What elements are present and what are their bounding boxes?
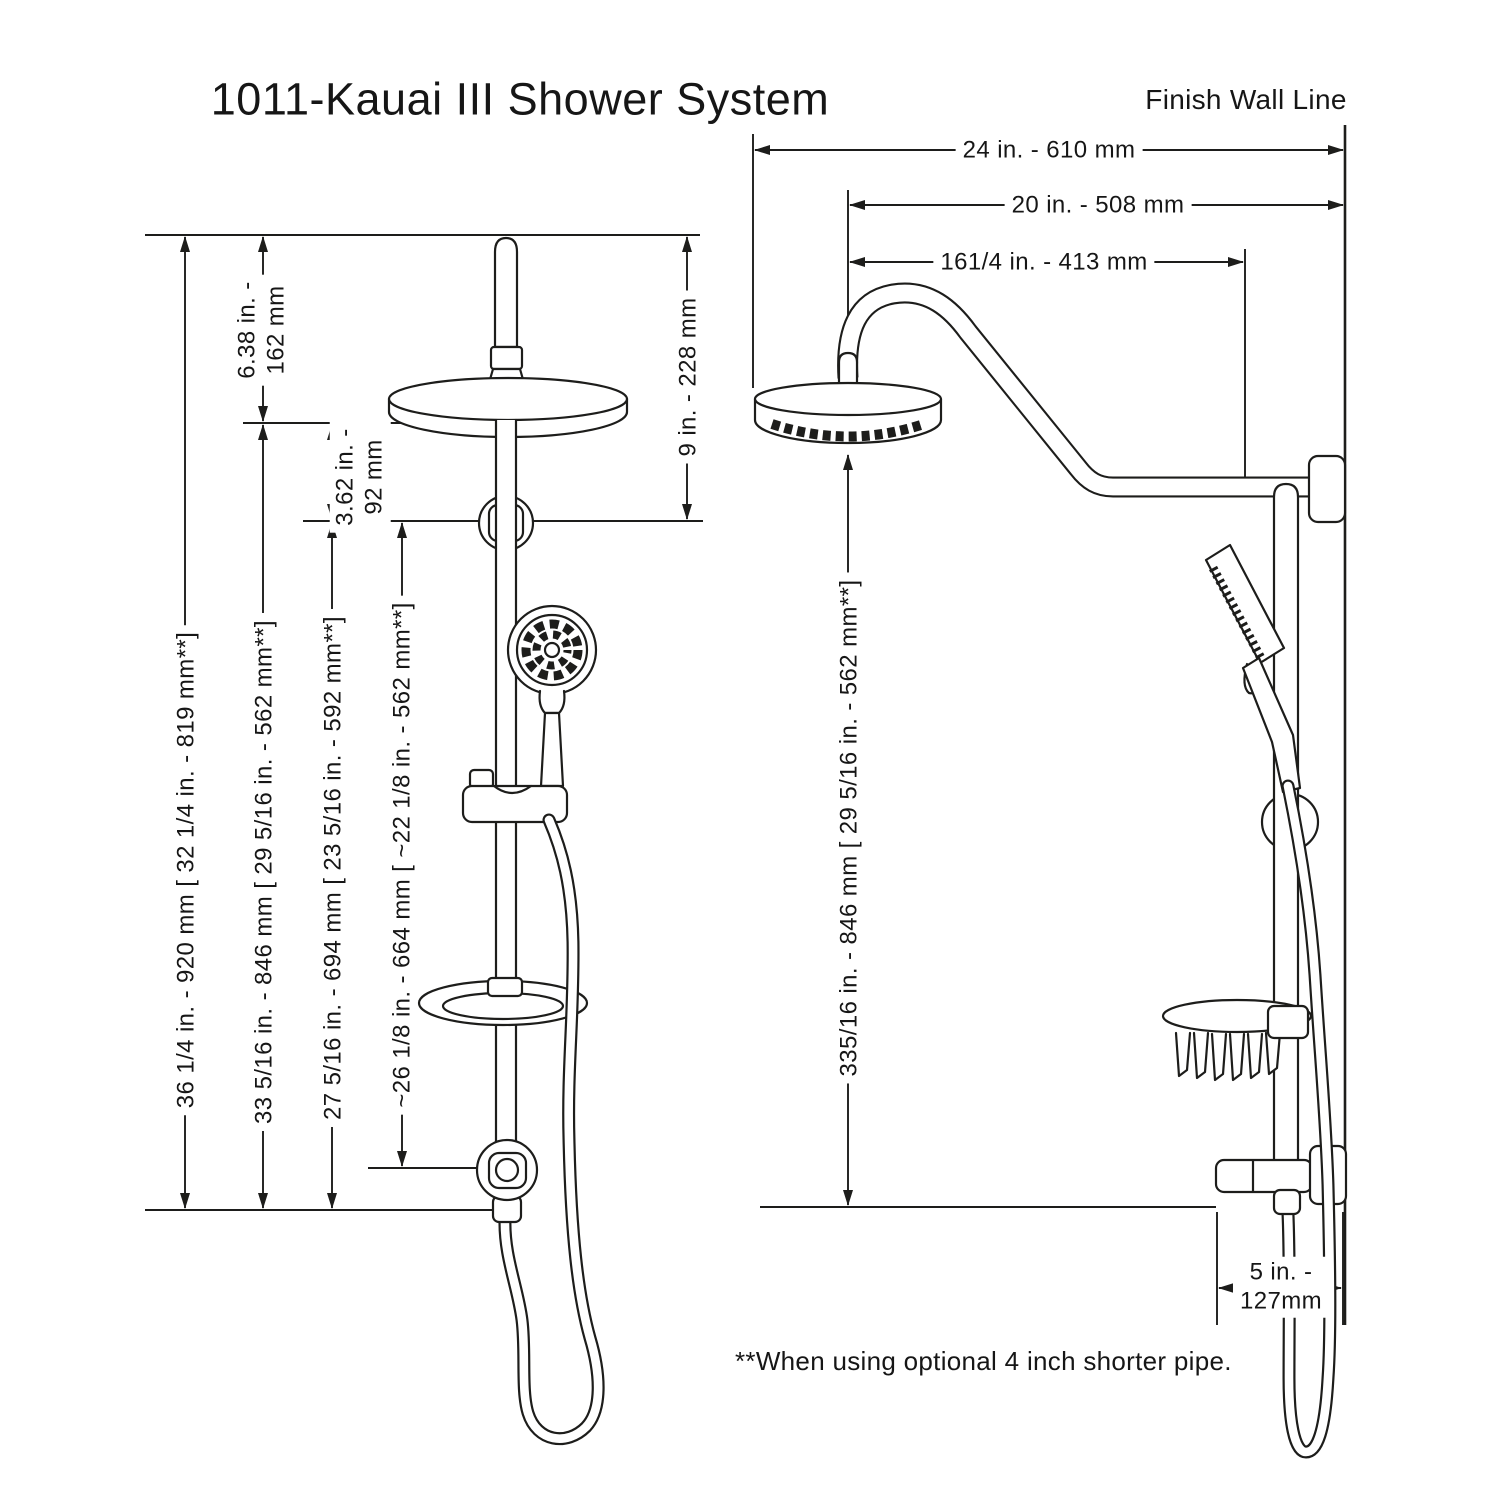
dim-head-drop: 9 in. - 228 mm	[672, 290, 704, 464]
side-hose	[1272, 779, 1337, 1459]
dim-head-above-mount-line1: 6.38 in. -	[233, 281, 261, 379]
dim-outlet-depth-line2: 127mm	[1239, 1288, 1323, 1315]
dim-outlet-depth-line1: 5 in. -	[1249, 1258, 1313, 1286]
side-slide-rail	[1272, 482, 1300, 1164]
dim-overall-height: 36 1/4 in. - 920 mm [ 32 1/4 in. - 819 m…	[170, 624, 202, 1116]
front-view-drawing	[387, 236, 629, 1446]
side-hand-shower	[1204, 543, 1302, 794]
dim-ring-to-lower-bracket: ~26 1/8 in. - 664 mm [ ~22 1/8 in. - 562…	[386, 595, 418, 1115]
side-hose-fitting	[1272, 1188, 1302, 1216]
finish-wall-line-label: Finish Wall Line	[1138, 81, 1354, 119]
front-hose	[498, 813, 605, 1446]
dim-head-to-outlet-side: 335/16 in. - 846 mm [ 29 5/16 in. - 562 …	[833, 572, 865, 1084]
dim-mount-to-ring-line2: 92 mm	[361, 439, 388, 515]
side-rain-shower-head	[753, 381, 943, 445]
front-hand-shower-neck	[538, 689, 566, 715]
front-hand-shower-handle	[539, 711, 565, 788]
front-lower-bracket	[475, 1138, 539, 1224]
front-slider-bracket	[461, 768, 569, 824]
diagram-title: 1011-Kauai III Shower System	[203, 71, 837, 129]
dim-mount-to-ring-line1: 3.62 in. -	[331, 428, 359, 526]
dim-head-center-to-wall: 20 in. - 508 mm	[1004, 189, 1192, 221]
front-soap-dish	[417, 976, 589, 1027]
side-arm-wall-mount	[1307, 454, 1347, 524]
dim-outlet-depth: 5 in. - 127mm	[1232, 1256, 1330, 1318]
dim-head-edge-to-wall: 24 in. - 610 mm	[955, 134, 1143, 166]
dimension-lines	[180, 145, 1344, 1293]
dim-arm-reach: 161/4 in. - 413 mm	[933, 246, 1155, 278]
dim-head-to-outlet-front: 33 5/16 in. - 846 mm [ 29 5/16 in. - 562…	[248, 613, 280, 1131]
dim-head-above-mount-line2: 162 mm	[263, 285, 290, 375]
side-nozzle-face	[770, 419, 926, 442]
side-view-drawing	[753, 282, 1348, 1459]
front-hand-shower	[506, 604, 598, 788]
front-supply-pipe-top	[493, 236, 519, 349]
dim-head-above-mount: 6.38 in. - 162 mm	[231, 274, 293, 386]
footnote: **When using optional 4 inch shorter pip…	[728, 1345, 1239, 1379]
side-shower-arm	[837, 282, 1318, 498]
side-soap-dish	[1161, 998, 1313, 1082]
dim-mount-to-ring: 3.62 in. - 92 mm	[329, 421, 391, 533]
dim-ring-to-outlet: 27 5/16 in. - 694 mm [ 23 5/16 in. - 592…	[317, 609, 349, 1127]
